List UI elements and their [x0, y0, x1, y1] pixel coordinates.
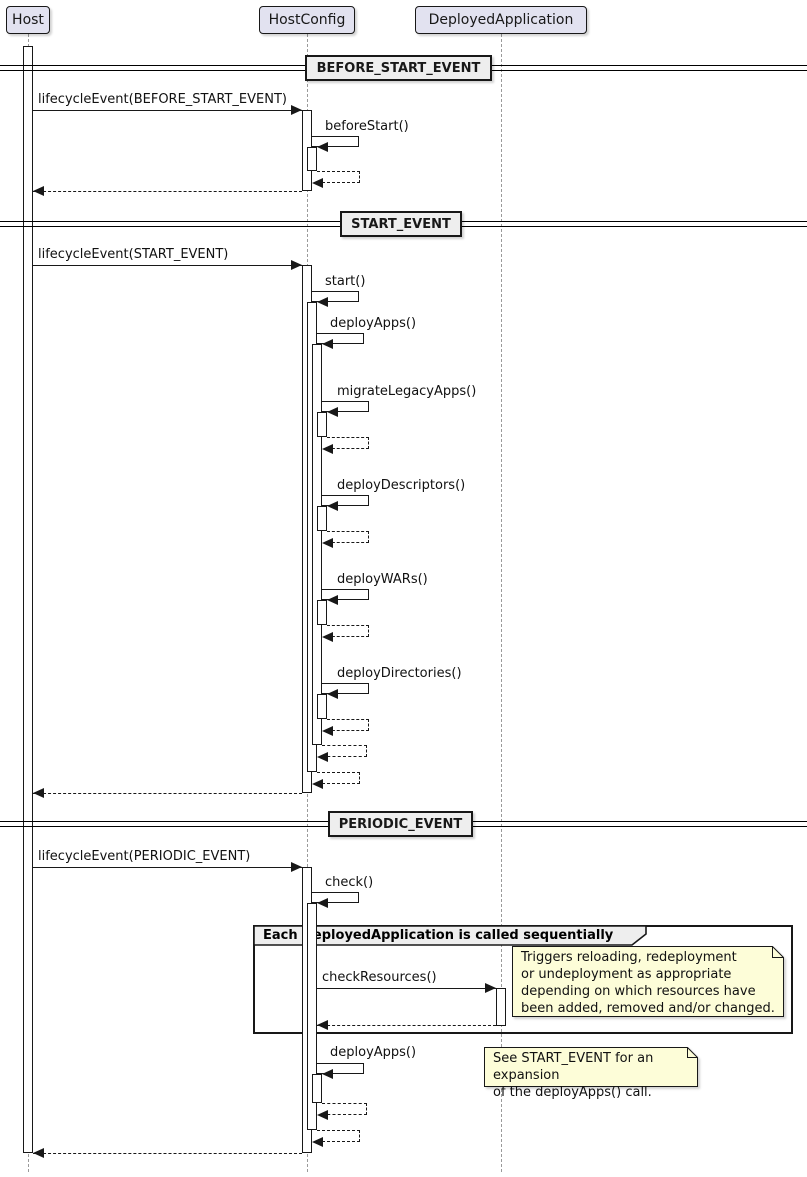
- participant-label: DeployedApplication: [428, 12, 574, 28]
- note-check-resources-shape: [512, 946, 784, 1017]
- self-call-loop: [317, 1063, 364, 1074]
- message-label: check(): [325, 875, 374, 890]
- arrowhead-left-icon: [33, 186, 44, 196]
- group-title: Each DeployedApplication is called seque…: [263, 928, 614, 943]
- arrowhead-left-icon: [33, 1148, 44, 1158]
- message-label: start(): [325, 274, 366, 289]
- divider-label: BEFORE_START_EVENT: [316, 60, 481, 76]
- arrowhead-left-icon: [312, 178, 323, 188]
- arrowhead-left-icon: [322, 538, 333, 548]
- return-line: [33, 793, 302, 794]
- message-label: lifecycleEvent(START_EVENT): [38, 247, 229, 262]
- message-label: deployApps(): [330, 316, 417, 331]
- arrowhead-left-icon: [327, 407, 338, 417]
- participant-host: Host: [6, 6, 50, 34]
- arrowhead-right-icon: [291, 105, 302, 115]
- activation-deploy-wars: [317, 600, 327, 625]
- message-line: [33, 867, 302, 868]
- arrowhead-left-icon: [317, 898, 328, 908]
- arrowhead-left-icon: [327, 501, 338, 511]
- arrowhead-right-icon: [291, 260, 302, 270]
- lifeline-deployedapplication: [501, 34, 502, 1172]
- self-return-loop: [322, 745, 367, 757]
- self-call-loop: [322, 495, 369, 506]
- message-label: beforeStart(): [325, 119, 409, 134]
- self-return-loop: [327, 625, 369, 637]
- return-line: [317, 1025, 496, 1026]
- activation-deployedapplication: [496, 988, 506, 1026]
- self-call-loop: [317, 333, 364, 344]
- message-label: deployWARs(): [337, 572, 428, 587]
- arrowhead-right-icon: [485, 983, 496, 993]
- self-return-loop: [317, 772, 360, 784]
- arrowhead-left-icon: [312, 1137, 323, 1147]
- note-deploy-apps-shape: [484, 1047, 698, 1087]
- arrowhead-left-icon: [312, 779, 323, 789]
- group-title-tab: [253, 925, 647, 946]
- self-call-loop: [312, 136, 359, 147]
- arrowhead-left-icon: [327, 595, 338, 605]
- self-return-loop: [327, 719, 369, 731]
- activation-deploy-descriptors: [317, 506, 327, 531]
- message-line: [33, 110, 302, 111]
- self-return-loop: [317, 171, 360, 183]
- arrowhead-left-icon: [322, 444, 333, 454]
- activation-deploy-directories: [317, 694, 327, 719]
- message-line: [33, 265, 302, 266]
- arrowhead-left-icon: [322, 1069, 333, 1079]
- divider-label: PERIODIC_EVENT: [338, 816, 463, 832]
- self-return-loop: [327, 531, 369, 543]
- activation-hostconfig-before-l2: [307, 147, 317, 171]
- activation-hostconfig-periodic-l2: [307, 903, 317, 1130]
- arrowhead-left-icon: [317, 1020, 328, 1030]
- arrowhead-left-icon: [33, 788, 44, 798]
- message-line: [317, 988, 496, 989]
- self-call-loop: [322, 401, 369, 412]
- arrowhead-right-icon: [291, 862, 302, 872]
- divider-periodic-event: PERIODIC_EVENT: [328, 811, 473, 837]
- message-label: deployDirectories(): [337, 666, 462, 681]
- self-return-loop: [322, 1103, 367, 1115]
- note-deploy-apps: See START_EVENT for an expansion of the …: [493, 1051, 654, 1100]
- self-call-loop: [322, 589, 369, 600]
- arrowhead-left-icon: [317, 752, 328, 762]
- activation-migrate-legacy-apps: [317, 412, 327, 437]
- self-call-loop: [322, 683, 369, 694]
- arrowhead-left-icon: [317, 297, 328, 307]
- participant-hostconfig: HostConfig: [259, 6, 355, 34]
- self-call-loop: [312, 291, 359, 302]
- participant-deployedapplication: DeployedApplication: [415, 6, 587, 34]
- self-return-loop: [327, 437, 369, 449]
- message-label: checkResources(): [322, 970, 437, 985]
- arrowhead-left-icon: [322, 339, 333, 349]
- arrowhead-left-icon: [317, 1110, 328, 1120]
- message-label: deployDescriptors(): [337, 478, 466, 493]
- message-label: lifecycleEvent(PERIODIC_EVENT): [38, 849, 251, 864]
- activation-host: [23, 46, 33, 1153]
- arrowhead-left-icon: [322, 726, 333, 736]
- divider-start-event: START_EVENT: [340, 211, 462, 237]
- note-check-resources: Triggers reloading, redeployment or unde…: [521, 950, 775, 1016]
- arrowhead-left-icon: [322, 632, 333, 642]
- arrowhead-left-icon: [327, 689, 338, 699]
- arrowhead-left-icon: [317, 142, 328, 152]
- message-label: migrateLegacyApps(): [337, 384, 477, 399]
- message-label: lifecycleEvent(BEFORE_START_EVENT): [38, 92, 287, 107]
- divider-label: START_EVENT: [351, 216, 451, 232]
- self-call-loop: [312, 892, 359, 903]
- activation-deploy-apps-periodic: [312, 1074, 322, 1103]
- participant-label: Host: [12, 12, 44, 28]
- return-line: [33, 191, 302, 192]
- self-return-loop: [317, 1130, 360, 1142]
- divider-before-start-event: BEFORE_START_EVENT: [305, 55, 492, 81]
- message-label: deployApps(): [330, 1045, 417, 1060]
- return-line: [33, 1153, 302, 1154]
- activation-hostconfig-start-l3: [312, 344, 322, 745]
- participant-label: HostConfig: [268, 12, 346, 28]
